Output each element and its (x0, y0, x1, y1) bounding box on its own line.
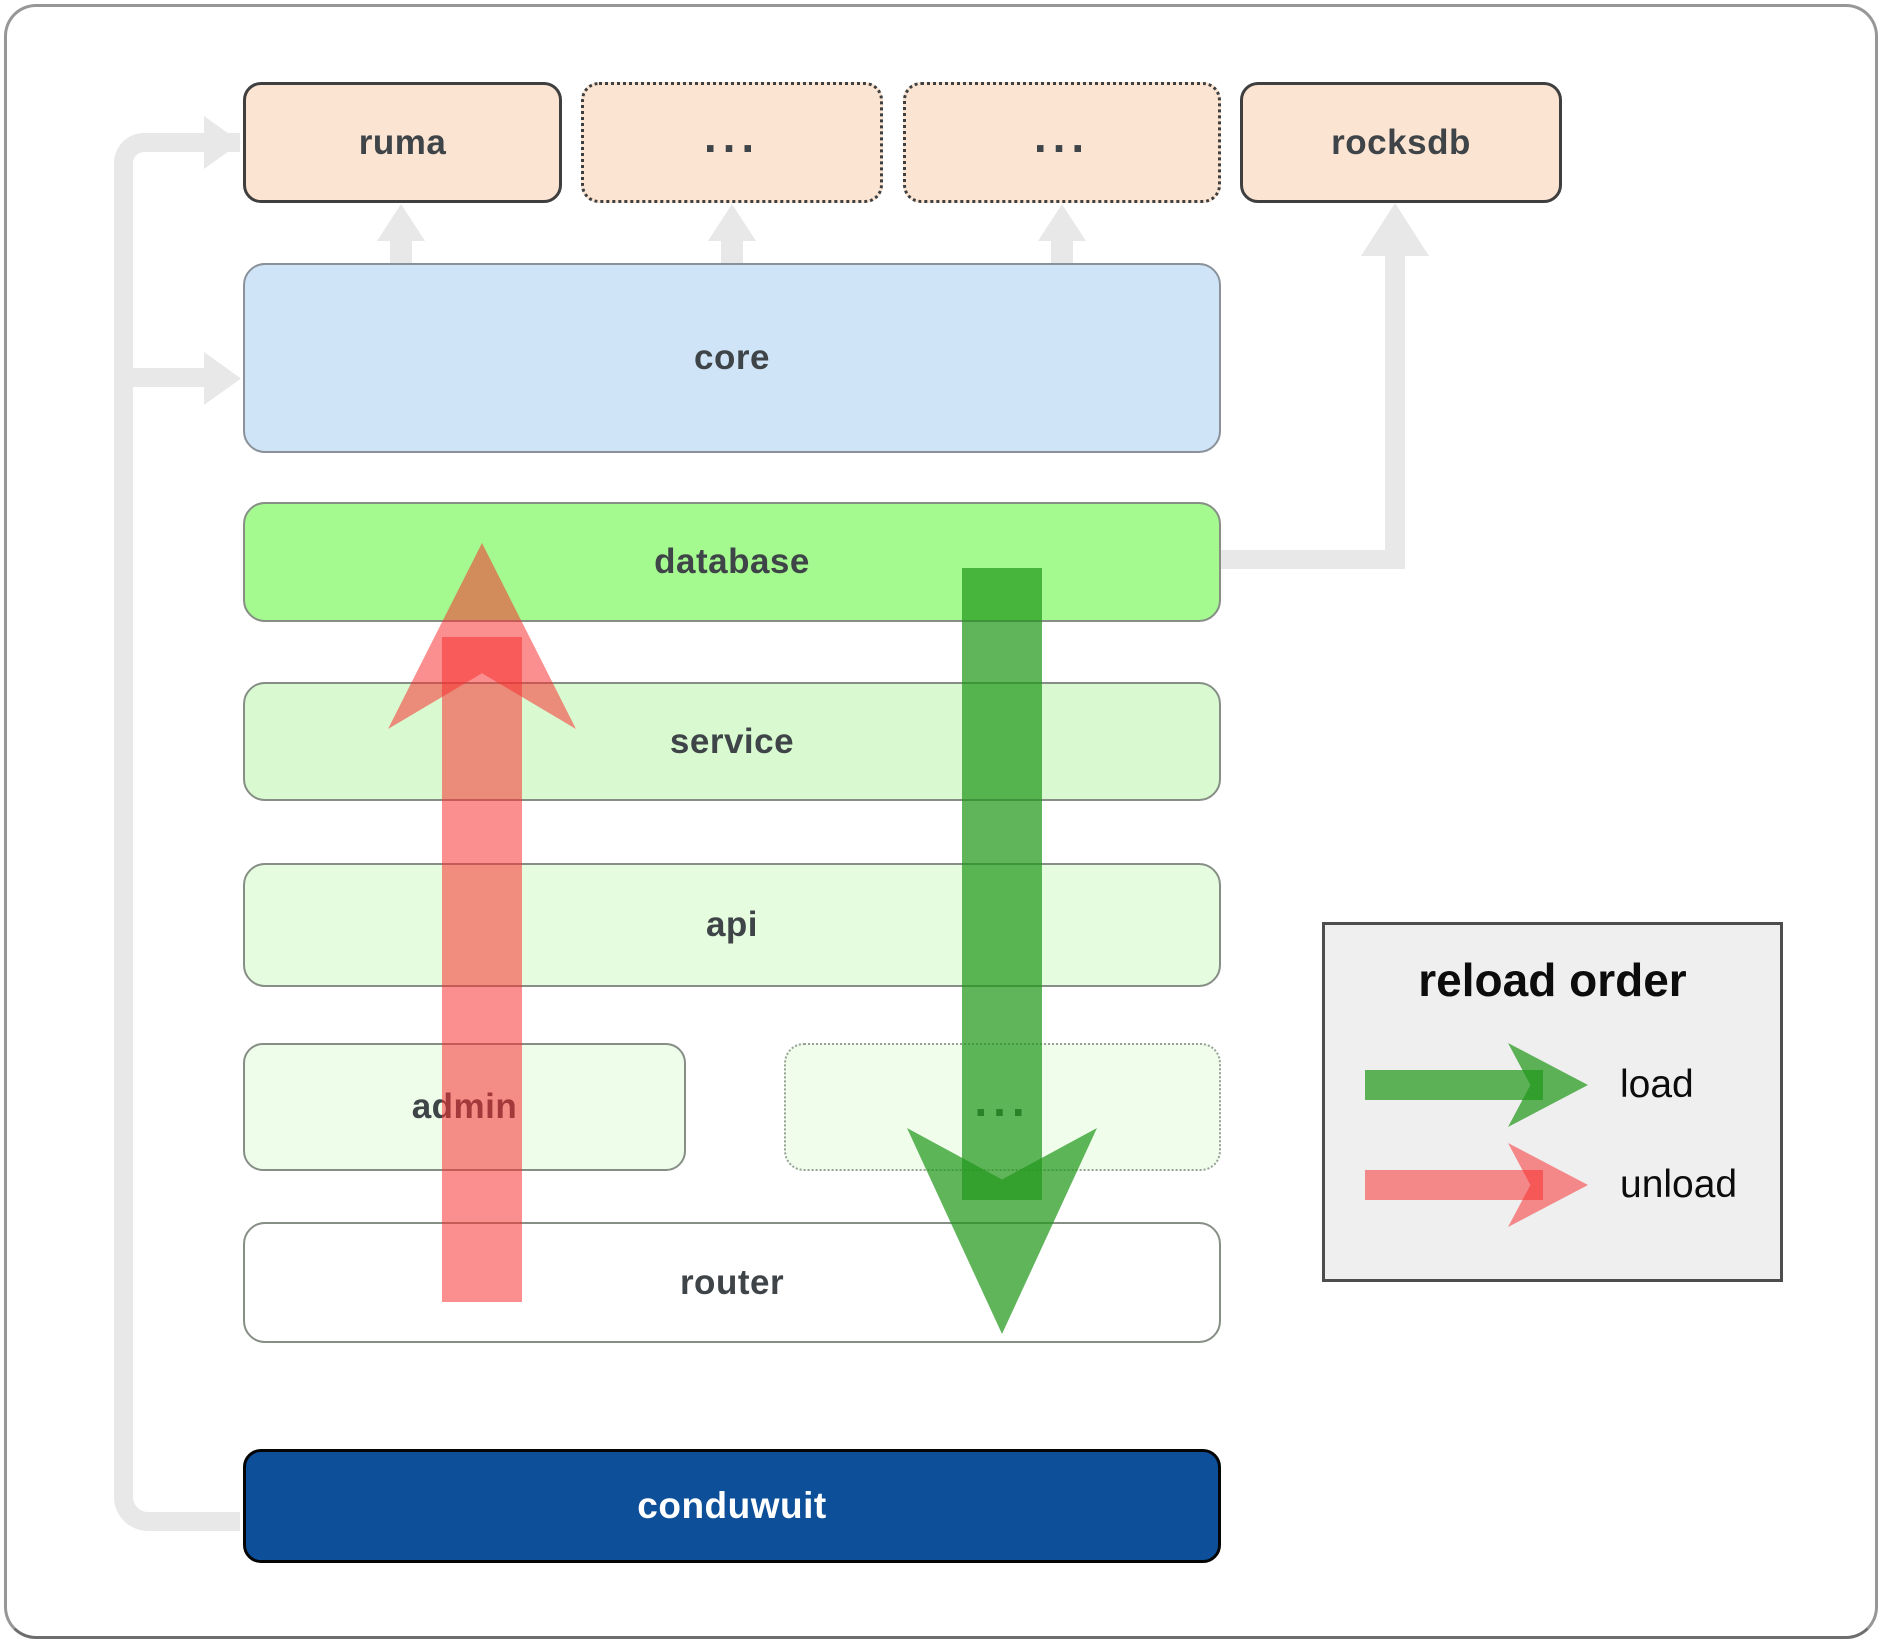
node-api: api (243, 863, 1221, 987)
load-arrow-shaft (962, 568, 1042, 1200)
node-core: core (243, 263, 1221, 453)
node-rocksdb-label: rocksdb (1331, 122, 1471, 162)
database-to-rocksdb-connector (1221, 550, 1405, 569)
ellipsis-icon: ... (1033, 109, 1091, 162)
legend: reload order load unload (1322, 922, 1783, 1282)
ellipsis-icon: ... (703, 109, 761, 162)
diagram-frame (4, 4, 1878, 1639)
node-router-label: router (679, 1262, 785, 1302)
node-conduwuit-label: conduwuit (637, 1485, 827, 1526)
node-router: router (243, 1222, 1221, 1343)
unload-arrow-shaft (442, 637, 522, 1302)
database-to-rocksdb-connector (1385, 254, 1405, 569)
node-rocksdb: rocksdb (1240, 82, 1562, 203)
connector-branch-to-core (133, 368, 204, 387)
node-service: service (243, 682, 1221, 801)
node-ruma-label: ruma (358, 122, 447, 162)
core-to-external-connector (1051, 239, 1073, 265)
core-to-external-connector (721, 239, 743, 265)
legend-load-label: load (1620, 1063, 1694, 1106)
node-ruma: ruma (243, 82, 562, 203)
load-legend-arrow-icon (1365, 1070, 1543, 1100)
node-conduwuit: conduwuit (243, 1449, 1221, 1563)
node-service-label: service (669, 721, 795, 761)
node-external-more-right: ... (903, 82, 1221, 203)
legend-unload-label: unload (1620, 1163, 1738, 1206)
node-database: database (243, 502, 1221, 622)
unload-legend-arrow-icon (1365, 1170, 1543, 1200)
core-to-ruma-connector (390, 239, 412, 265)
legend-title: reload order (1418, 954, 1687, 1006)
node-core-label: core (694, 338, 770, 377)
node-database-label: database (654, 542, 810, 581)
conduwuit-dependency-connector (114, 133, 240, 1531)
node-api-label: api (705, 905, 759, 944)
node-external-more-left: ... (581, 82, 883, 203)
